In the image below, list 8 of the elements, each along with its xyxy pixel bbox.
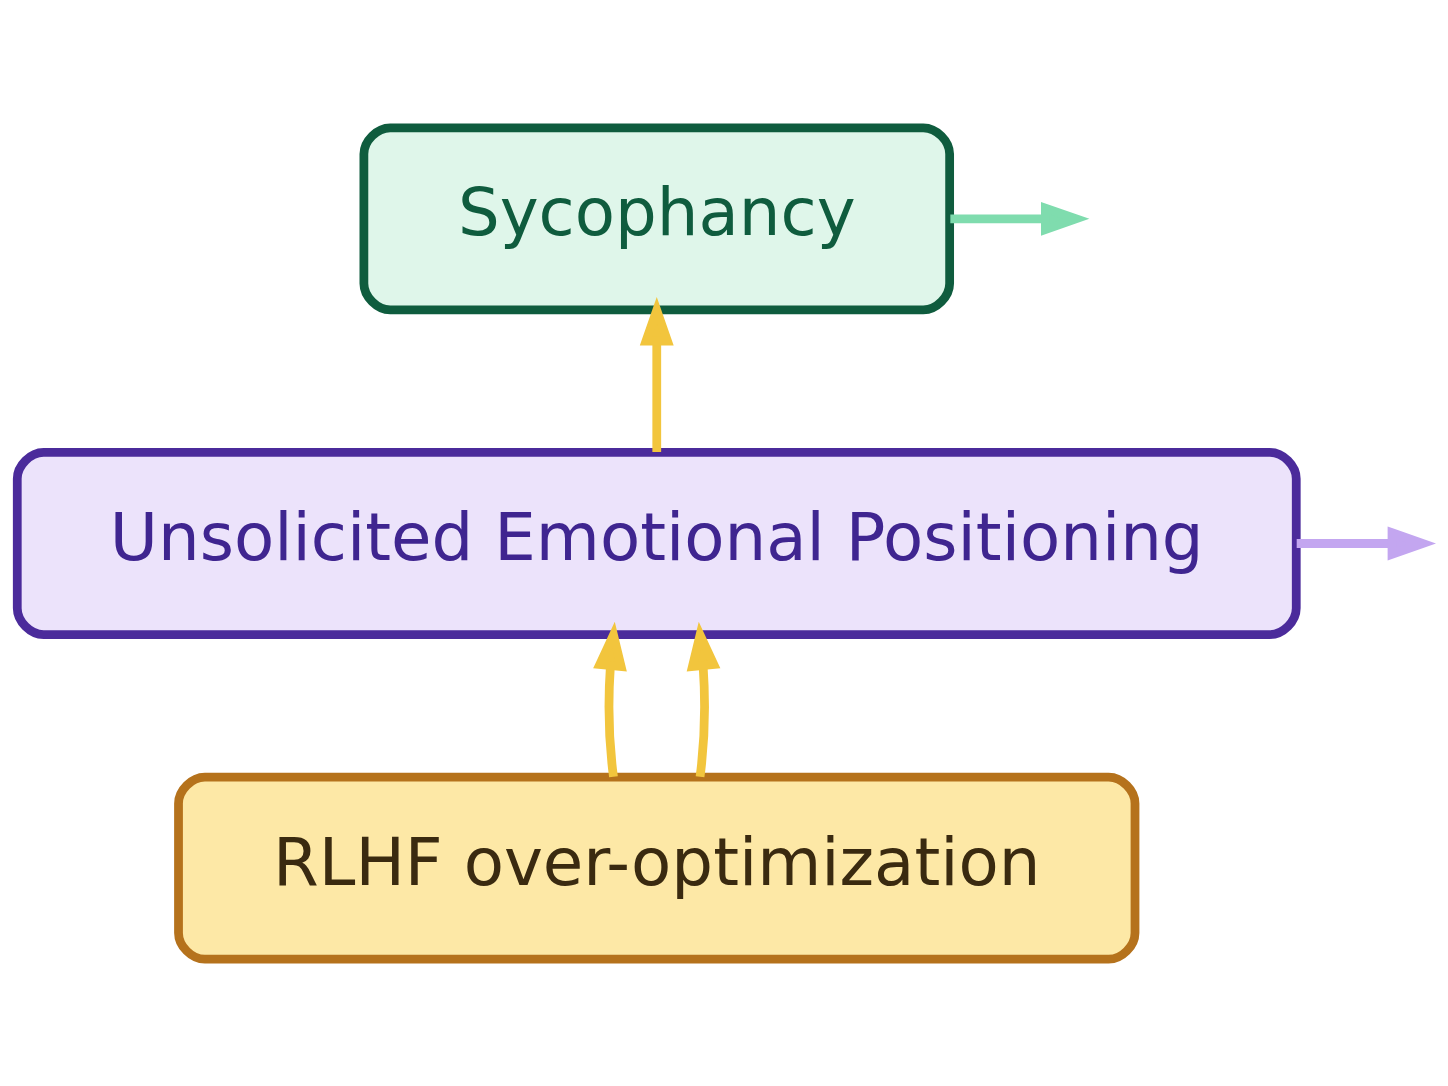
node-box: Unsolicited Emotional Positioning [12, 447, 1301, 639]
arrow [1296, 526, 1436, 560]
node-box: RLHF over-optimization [174, 772, 1140, 964]
node-box: Sycophancy [359, 122, 954, 314]
arrow [686, 621, 721, 777]
arrow [593, 621, 627, 777]
arrow [950, 201, 1090, 236]
arrow [639, 296, 674, 452]
